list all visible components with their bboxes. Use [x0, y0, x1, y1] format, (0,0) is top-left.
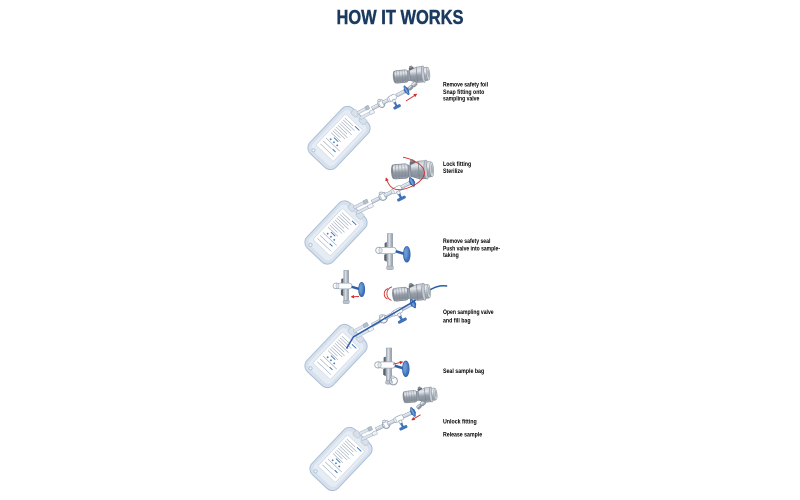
svg-text:HOW IT WORKS: HOW IT WORKS [337, 7, 464, 29]
svg-text:Release sample: Release sample [443, 433, 483, 439]
svg-text:and fill bag: and fill bag [443, 319, 471, 325]
svg-text:sampling valve: sampling valve [443, 96, 480, 102]
svg-text:Lock fitting: Lock fitting [443, 162, 471, 168]
svg-text:Unlock fitting: Unlock fitting [443, 419, 477, 425]
svg-text:Seal sample bag: Seal sample bag [443, 369, 484, 375]
svg-text:Push valve into sample-: Push valve into sample- [443, 246, 500, 252]
svg-text:Open sampling valve: Open sampling valve [443, 310, 494, 316]
svg-text:Remove safety foil: Remove safety foil [443, 83, 488, 89]
svg-text:Remove safety seal: Remove safety seal [443, 239, 491, 245]
svg-text:Snap fitting onto: Snap fitting onto [443, 90, 485, 96]
svg-text:Sterilize: Sterilize [443, 169, 464, 175]
svg-text:taking: taking [443, 253, 459, 259]
